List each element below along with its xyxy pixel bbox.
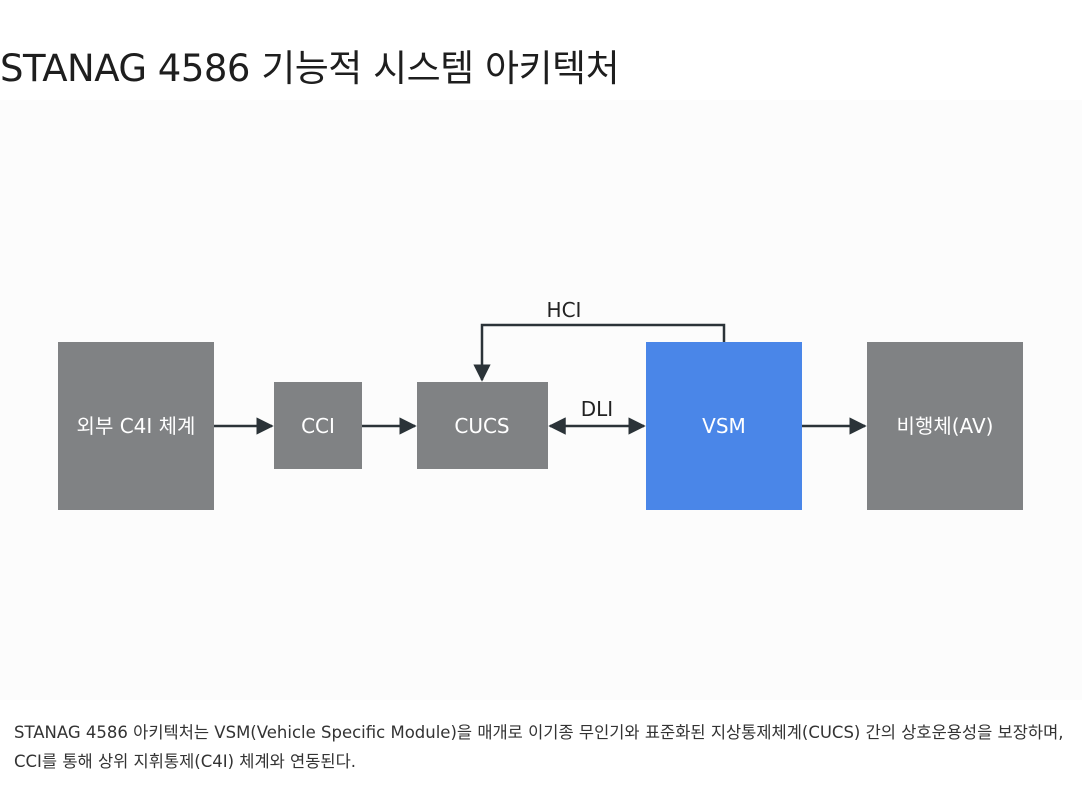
- node-vsm-box: [646, 342, 802, 510]
- edge-label-hci: HCI: [547, 298, 582, 322]
- node-cucs-label: CUCS: [454, 414, 509, 438]
- node-av: 비행체(AV): [867, 342, 1023, 510]
- diagram-canvas: 외부 C4I 체계 CCI CUCS VSM 비행체(AV) HCI DLI: [58, 298, 1023, 510]
- node-cci-box: [274, 382, 362, 469]
- node-av-label: 비행체(AV): [897, 414, 994, 438]
- node-vsm: VSM: [646, 342, 802, 510]
- architecture-diagram: 외부 C4I 체계 CCI CUCS VSM 비행체(AV) HCI DLI: [0, 100, 1082, 700]
- node-cucs: CUCS: [417, 382, 548, 469]
- node-cci-label: CCI: [301, 414, 335, 438]
- node-vsm-label: VSM: [702, 414, 746, 438]
- node-external-c4i-box: [58, 342, 214, 510]
- node-cucs-box: [417, 382, 548, 469]
- caption: STANAG 4586 아키텍처는 VSM(Vehicle Specific M…: [14, 723, 1064, 771]
- node-av-box: [867, 342, 1023, 510]
- arrow-hci-vsm-to-cucs: [473, 323, 726, 382]
- node-external-c4i: 외부 C4I 체계: [58, 342, 214, 510]
- node-external-c4i-label: 외부 C4I 체계: [77, 414, 196, 438]
- node-cci: CCI: [274, 382, 362, 469]
- edge-label-dli: DLI: [581, 397, 613, 421]
- page-title: STANAG 4586 기능적 시스템 아키텍처: [0, 47, 620, 90]
